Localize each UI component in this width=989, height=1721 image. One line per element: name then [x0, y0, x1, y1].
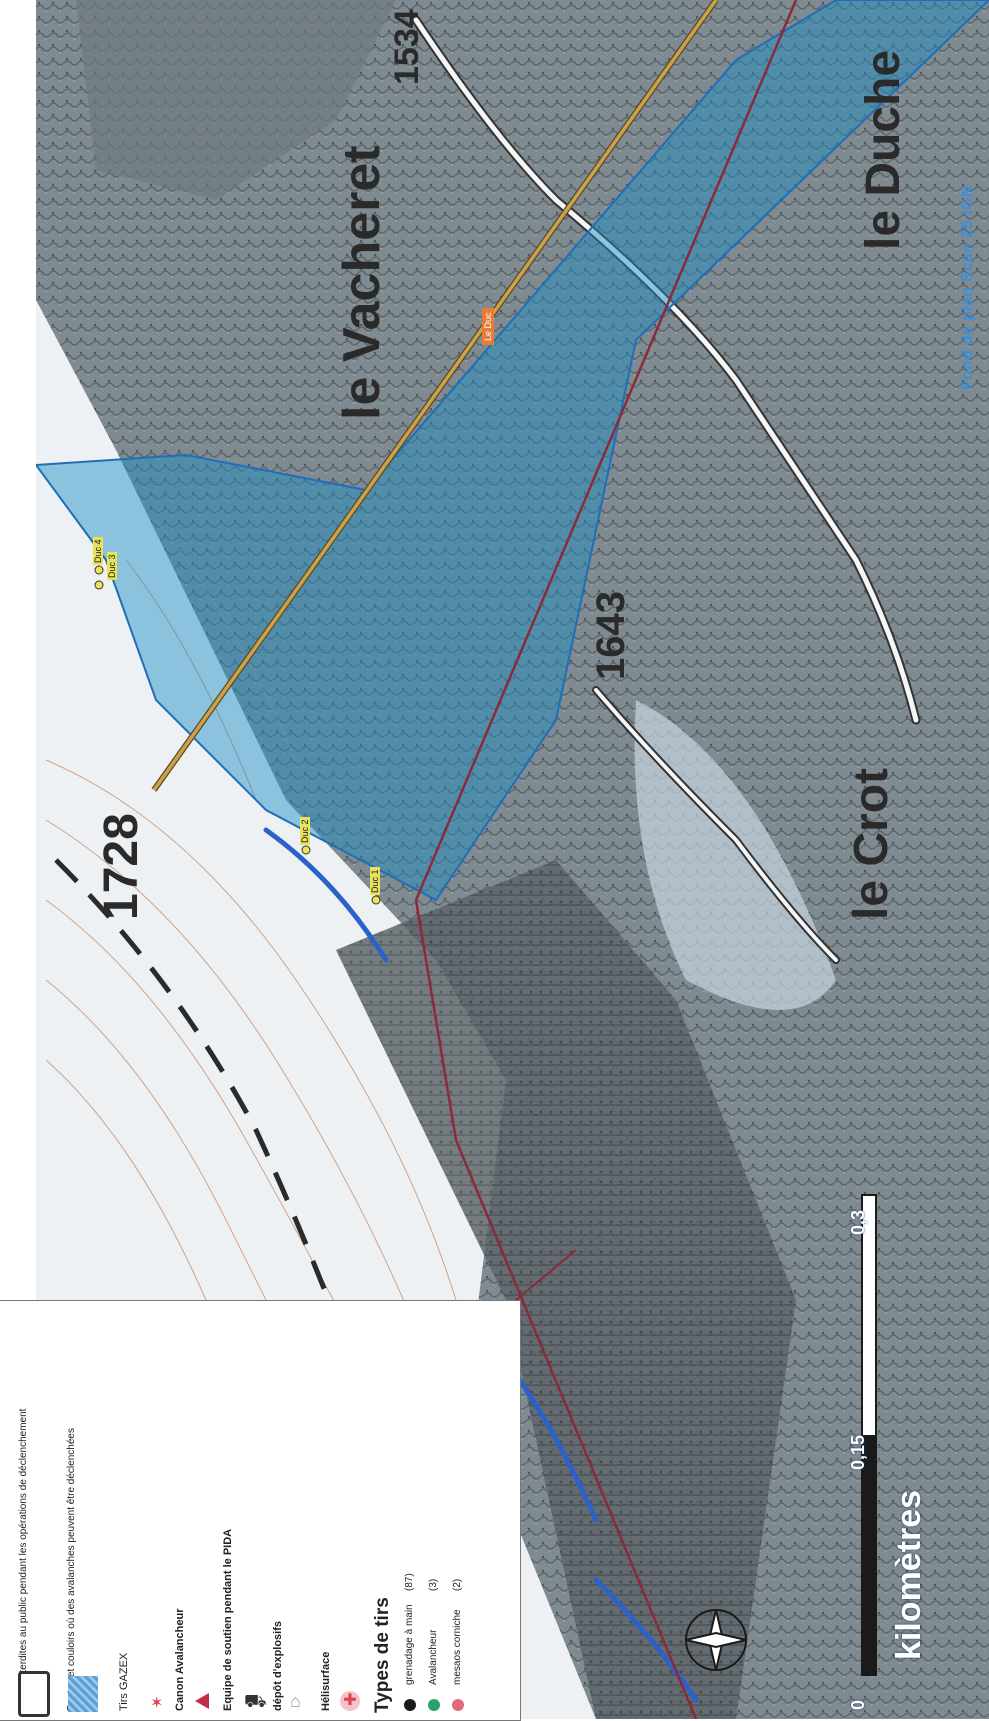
scale-bar	[861, 1194, 877, 1676]
shot-label-duc-2: Duc 2	[300, 817, 310, 845]
legend-zone-label: Zones interdites au public pendant les o…	[18, 1408, 29, 1711]
place-label-duche: le Duche	[857, 49, 910, 250]
shot-markers	[94, 565, 381, 905]
slope-swatch-icon	[68, 1676, 98, 1712]
scale-tick-03: 0,3	[848, 1209, 868, 1235]
heliport-cross-icon: ✚	[340, 1691, 360, 1711]
legend-heliport-label: Hélisurface	[320, 1651, 332, 1711]
place-label-vacheret: le Vacheret	[333, 145, 391, 420]
scale-tick-0: 0	[848, 1699, 868, 1710]
elevation-1728: 1728	[95, 813, 148, 920]
legend-gazex-label: Tirs GAZEX	[118, 1652, 130, 1711]
topographic-map[interactable]: le Vacheret le Crot le Duche 1728 1643 1…	[36, 0, 989, 1719]
shot-label-duc-3: Duc 3	[107, 552, 117, 580]
elevation-1643: 1643	[589, 591, 633, 680]
north-arrow	[685, 1609, 747, 1671]
gazex-star-icon: ✶	[150, 1695, 164, 1712]
support-vehicle-icon: ⛟	[244, 1691, 267, 1711]
legend-slopes-label: Pentes et couloirs où des avalanches peu…	[66, 1428, 77, 1711]
shot-label-duc-1: Duc 1	[370, 867, 380, 895]
place-label-crot: le Crot	[845, 767, 898, 920]
gazex-tag: Le Duc	[482, 308, 494, 345]
map-credit: Fond de plan Scan 25 IGN	[955, 20, 985, 400]
type-hand-label: grenadage à main	[404, 1604, 415, 1685]
type-corniche-label: mesaos corniche	[452, 1609, 463, 1685]
type-dot-corniche-icon	[452, 1699, 464, 1711]
forest-area	[336, 860, 796, 1719]
legend-cannon-label: Canon Avalancheur	[174, 1608, 186, 1712]
type-avalancheur-label: Avalancheur	[428, 1629, 439, 1685]
scale-labels: 0 0,15 0,3 kilomètres	[840, 1140, 960, 1719]
cannon-triangle-icon	[195, 1693, 209, 1709]
map-credit-text: Fond de plan Scan 25 IGN	[959, 185, 976, 390]
depot-house-icon: ⌂	[290, 1691, 301, 1711]
legend-types-title: Types de tirs	[372, 1597, 393, 1713]
upper-ridge	[76, 0, 396, 200]
type-corniche-count: (2)	[452, 1578, 463, 1591]
legend: Zones interdites au public pendant les o…	[0, 1300, 521, 1721]
elevation-1534: 1534	[388, 9, 426, 85]
shot-label-duc-4: Duc 4	[93, 537, 103, 565]
scale-tick-015: 0,15	[848, 1434, 868, 1470]
type-dot-avalancheur-icon	[428, 1699, 440, 1711]
type-dot-hand-icon	[404, 1699, 416, 1711]
legend-support-label: Equipe de soutien pendant le PIDA	[222, 1528, 234, 1711]
type-avalancheur-count: (3)	[428, 1578, 439, 1591]
zone-swatch-icon	[18, 1671, 50, 1717]
map-canvas	[36, 0, 989, 1719]
boundary-line	[414, 0, 798, 1719]
scale-unit: kilomètres	[890, 1489, 928, 1660]
legend-depot-label: dépôt d'explosifs	[272, 1620, 284, 1711]
type-hand-count: (87)	[404, 1573, 415, 1591]
